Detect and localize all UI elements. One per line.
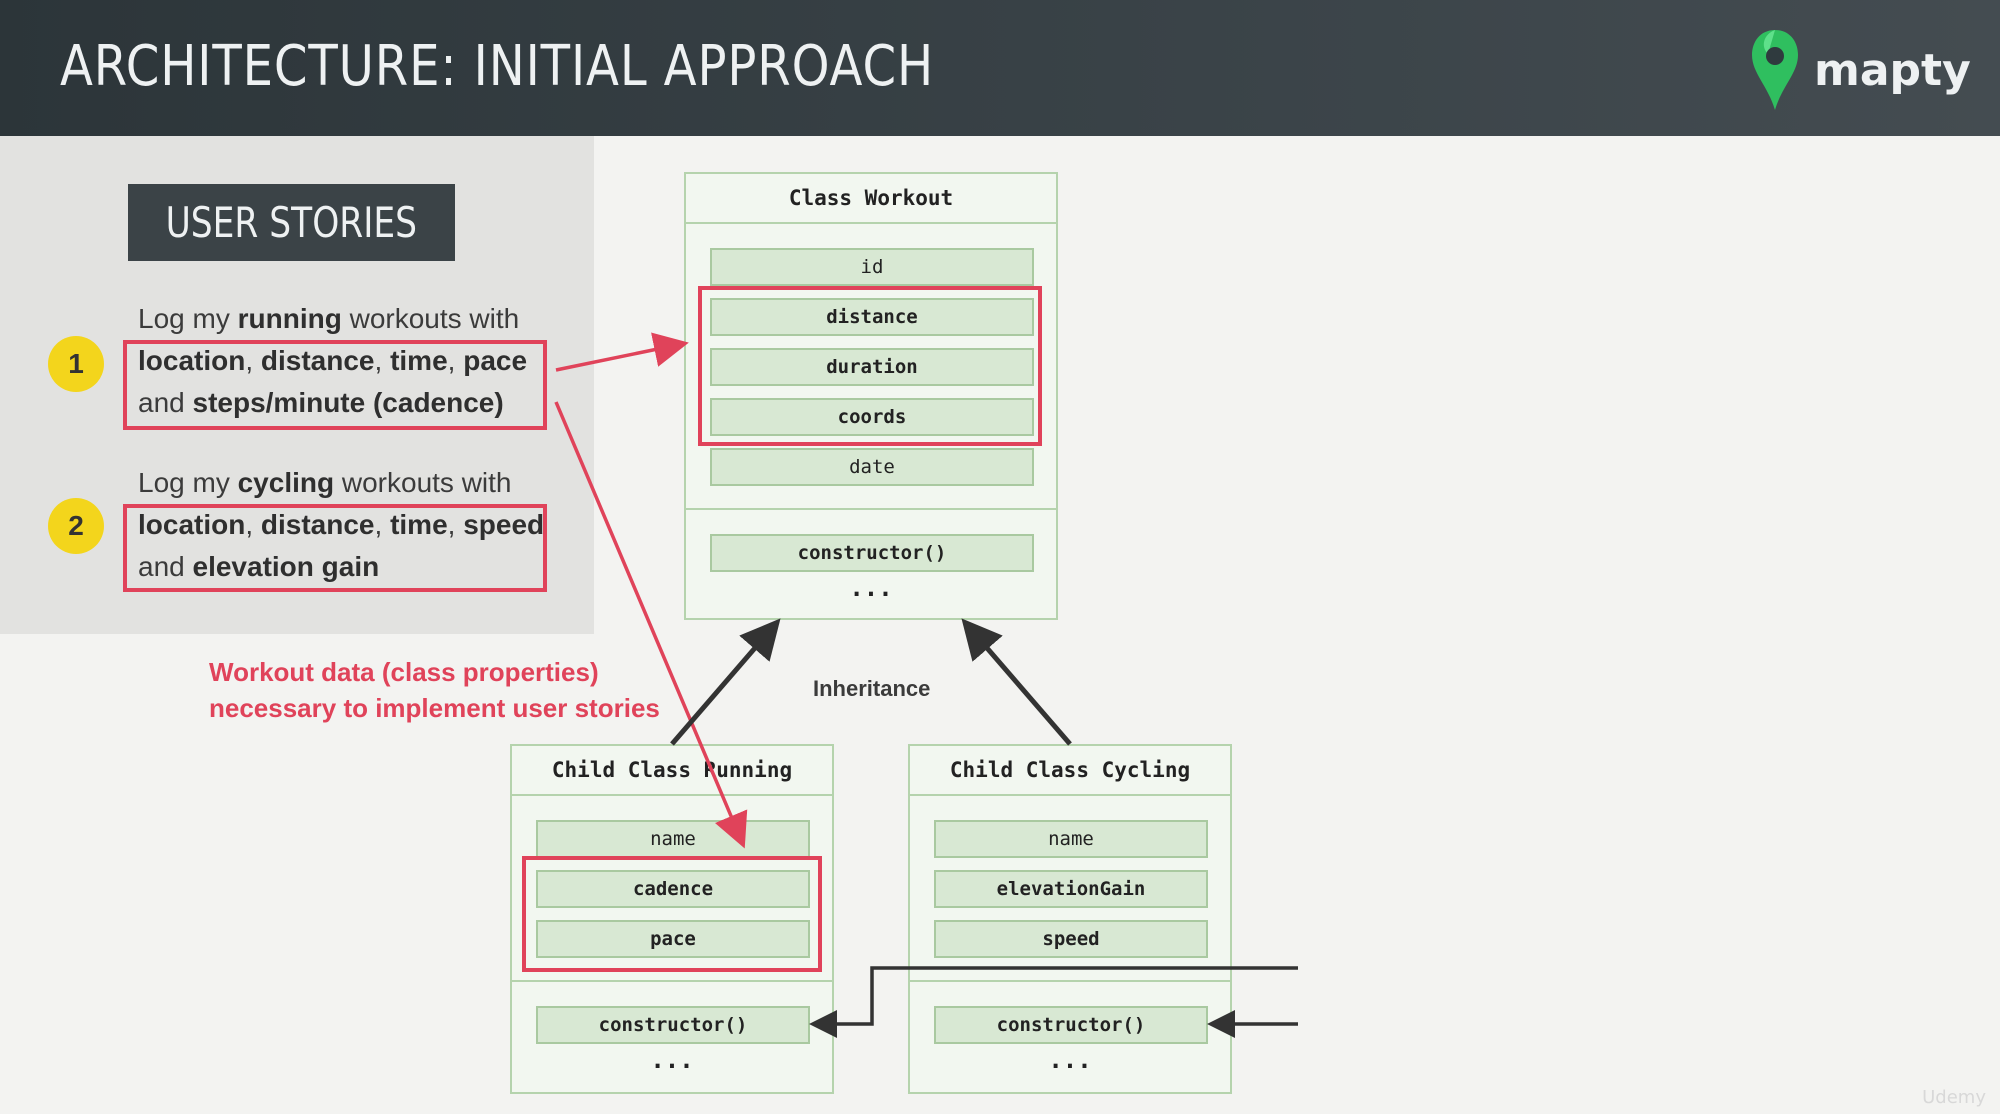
running-fields-highlight: [522, 856, 822, 972]
workout-fields-highlight: [698, 286, 1042, 446]
running-inherits-arrow: [670, 618, 781, 746]
story-1-term: steps/minute (cadence): [192, 387, 504, 418]
workout-field-duration: duration: [710, 348, 1034, 386]
story-1-prefix: Log my: [138, 303, 238, 334]
logo-text: mapty: [1814, 44, 1971, 96]
watermark: Udemy: [1922, 1087, 1986, 1108]
workout-field-distance: distance: [710, 298, 1034, 336]
story-1-highlight-box: [123, 340, 547, 430]
story-2-term: speed: [463, 509, 545, 540]
workout-more: ...: [849, 574, 893, 602]
user-stories-badge: USER STORIES: [128, 184, 455, 261]
note-line-1: Workout data (class properties): [209, 657, 599, 687]
map-pin-icon: [1752, 30, 1798, 110]
story-2-term: distance: [260, 509, 375, 540]
workout-field-date: date: [710, 448, 1034, 486]
cycling-divider: [910, 980, 1230, 982]
story-2-sep: ,: [245, 509, 261, 540]
story-1-sep: ,: [245, 345, 261, 376]
story-1-suffix: workouts with: [341, 303, 520, 334]
user-stories-label: USER STORIES: [165, 198, 418, 247]
story-1-and: and: [138, 387, 193, 418]
class-workout-box: Class Workout id distance duration coord…: [684, 172, 1058, 620]
story-1-term: time: [390, 345, 448, 376]
running-field-name: name: [536, 820, 810, 858]
story-2-line-1: Log my cycling workouts with: [138, 462, 512, 504]
class-workout-title: Class Workout: [686, 174, 1056, 224]
cycling-field-name: name: [934, 820, 1208, 858]
running-field-pace: pace: [536, 920, 810, 958]
story-2-highlight-box: [123, 504, 547, 592]
story-2-term: elevation gain: [192, 551, 380, 582]
story-2-term: location: [138, 509, 246, 540]
workout-field-id: id: [710, 248, 1034, 286]
cycling-more: ...: [1048, 1046, 1092, 1074]
running-method-constructor: constructor(): [536, 1006, 810, 1044]
running-divider: [512, 980, 832, 982]
story-number-1: 1: [48, 336, 104, 392]
running-field-cadence: cadence: [536, 870, 810, 908]
story-2-sep: ,: [447, 509, 464, 540]
story-2-keyword: cycling: [237, 467, 335, 498]
page-title: ARCHITECTURE: INITIAL APPROACH: [60, 34, 935, 99]
workout-data-note: Workout data (class properties) necessar…: [209, 654, 660, 726]
note-line-2: necessary to implement user stories: [209, 693, 660, 723]
story-1-sep: ,: [447, 345, 464, 376]
logo: mapty: [1750, 28, 1971, 112]
running-more: ...: [650, 1046, 694, 1074]
cycling-field-elevationgain: elevationGain: [934, 870, 1208, 908]
story-2-and: and: [138, 551, 193, 582]
story-1-line-1: Log my running workouts with: [138, 298, 519, 340]
story-2-sep: ,: [374, 509, 391, 540]
story-2-suffix: workouts with: [334, 467, 512, 498]
story-1-term: distance: [260, 345, 375, 376]
cycling-field-speed: speed: [934, 920, 1208, 958]
story-2-line-2: location, distance, time, speed: [138, 504, 544, 546]
cycling-method-constructor: constructor(): [934, 1006, 1208, 1044]
story-1-keyword: running: [237, 303, 342, 334]
story-1-term: pace: [463, 345, 528, 376]
class-cycling-box: Child Class Cycling name elevationGain s…: [908, 744, 1232, 1094]
header-bar: ARCHITECTURE: INITIAL APPROACH mapty: [0, 0, 2000, 136]
story-1-term: location: [138, 345, 246, 376]
story-2-line-3: and elevation gain: [138, 546, 379, 588]
story-1-line-3: and steps/minute (cadence): [138, 382, 504, 424]
workout-divider: [686, 508, 1056, 510]
inheritance-label: Inheritance: [813, 676, 931, 701]
workout-field-coords: coords: [710, 398, 1034, 436]
class-running-title: Child Class Running: [512, 746, 832, 796]
story-2-term: time: [390, 509, 448, 540]
story-1-sep: ,: [374, 345, 391, 376]
class-cycling-title: Child Class Cycling: [910, 746, 1230, 796]
story-number-2: 2: [48, 498, 104, 554]
story-2-prefix: Log my: [138, 467, 238, 498]
cycling-inherits-arrow: [961, 618, 1072, 746]
workout-method-constructor: constructor(): [710, 534, 1034, 572]
story-1-line-2: location, distance, time, pace: [138, 340, 527, 382]
